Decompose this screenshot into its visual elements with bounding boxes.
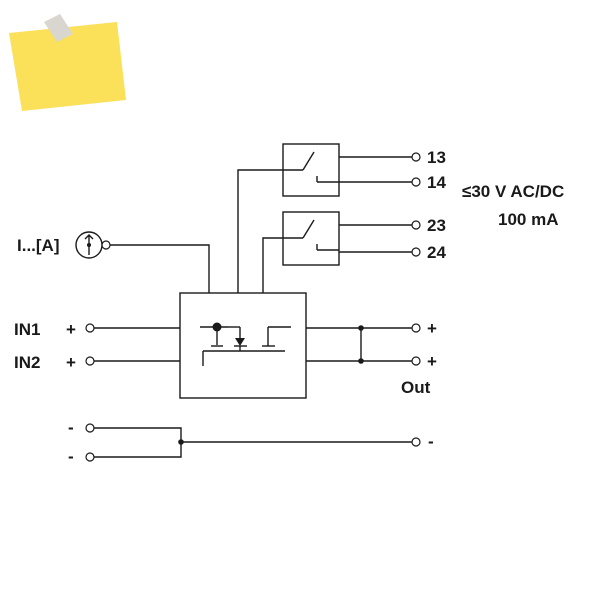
relay-rating-voltage: ≤30 V AC/DC	[462, 182, 564, 201]
terminal-minus-2	[85, 452, 95, 462]
terminal-23-label: 23	[427, 216, 446, 235]
terminal-out-minus	[411, 437, 421, 447]
junction-dot	[178, 439, 184, 445]
sticky-note-tape	[44, 14, 73, 42]
in2-label: IN2	[14, 353, 40, 372]
terminal-in2	[85, 356, 95, 366]
out-plus-1-label: +	[427, 319, 437, 338]
in1-polarity: +	[66, 320, 76, 339]
terminal-14-label: 14	[427, 173, 446, 192]
sticky-note-icon	[9, 14, 126, 111]
terminal-out-plus-1	[411, 323, 421, 333]
out-minus-label: -	[428, 432, 434, 451]
junction-dot	[358, 358, 364, 364]
sticky-note-paper	[9, 22, 126, 111]
terminal-out-plus-2	[411, 356, 421, 366]
out-plus-2-label: +	[427, 352, 437, 371]
terminal-current	[101, 240, 111, 250]
junction-dot	[358, 325, 364, 331]
terminal-23	[411, 220, 421, 230]
terminal-in1	[85, 323, 95, 333]
diode-icon	[200, 322, 291, 366]
current-input-label: I...[A]	[17, 236, 60, 255]
relay-contact-icon	[283, 219, 339, 251]
in2-polarity: +	[66, 353, 76, 372]
terminal-13-label: 13	[427, 148, 446, 167]
terminal-24	[411, 247, 421, 257]
relay-contact-icon	[283, 151, 339, 183]
minus1-label: -	[68, 418, 74, 437]
terminal-13	[411, 152, 421, 162]
terminal-14	[411, 177, 421, 187]
out-label: Out	[401, 378, 431, 397]
relay-rating-current: 100 mA	[498, 210, 558, 229]
terminal-24-label: 24	[427, 243, 446, 262]
main-module-box	[179, 292, 307, 399]
minus2-label: -	[68, 447, 74, 466]
terminal-minus-1	[85, 423, 95, 433]
in1-label: IN1	[14, 320, 40, 339]
current-sensor-icon	[75, 231, 103, 259]
